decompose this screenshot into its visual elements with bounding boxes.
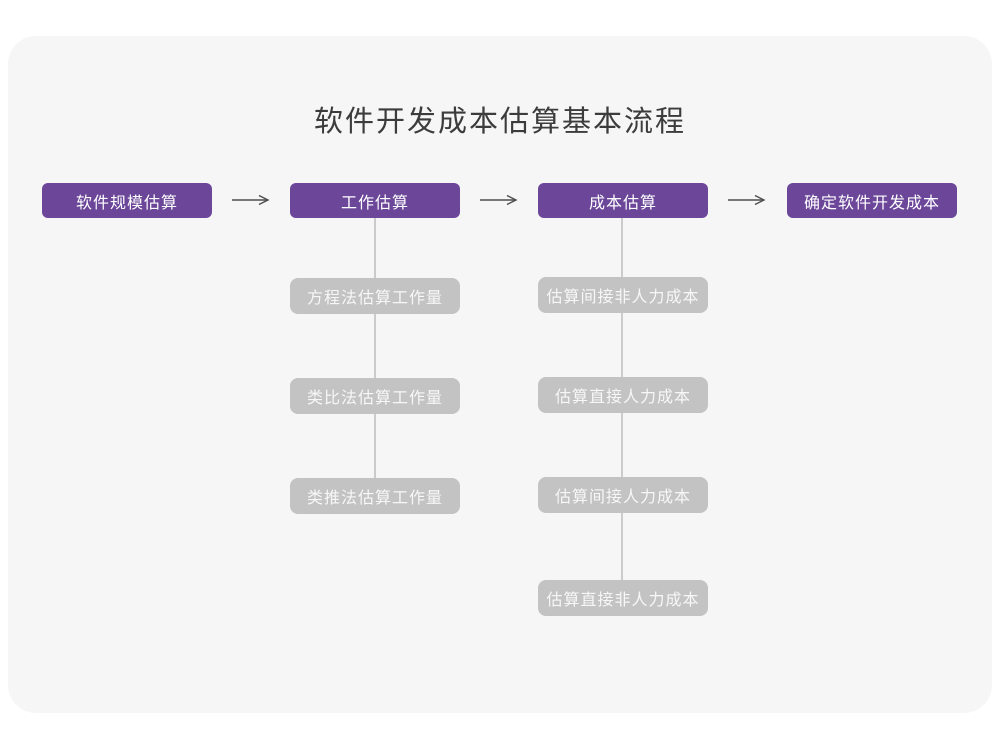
- node-label: 估算直接非人力成本: [546, 592, 700, 609]
- node-label: 类比法估算工作量: [306, 390, 443, 407]
- node-determine-development-cost: 确定软件开发成本: [787, 183, 957, 218]
- connector-work-estimation-line: [374, 218, 376, 496]
- node-indirect-nonlabor-cost: 估算间接非人力成本: [538, 277, 708, 313]
- node-label: 工作估算: [340, 194, 409, 212]
- node-indirect-labor-cost: 估算间接人力成本: [538, 477, 708, 513]
- node-direct-nonlabor-cost: 估算直接非人力成本: [538, 580, 708, 616]
- node-label: 类推法估算工作量: [306, 490, 443, 507]
- node-analogy-method: 类比法估算工作量: [290, 378, 460, 414]
- node-cost-estimation: 成本估算: [538, 183, 708, 218]
- node-work-estimation: 工作估算: [290, 183, 460, 218]
- node-extrapolation-method: 类推法估算工作量: [290, 478, 460, 514]
- arrow-right-icon: [231, 194, 271, 206]
- node-label: 估算直接人力成本: [554, 389, 691, 406]
- node-label: 确定软件开发成本: [803, 194, 940, 212]
- node-label: 估算间接人力成本: [554, 489, 691, 506]
- diagram-title: 软件开发成本估算基本流程: [313, 106, 686, 138]
- node-equation-method: 方程法估算工作量: [290, 278, 460, 314]
- node-label: 成本估算: [588, 194, 657, 212]
- node-label: 软件规模估算: [75, 194, 178, 212]
- flowchart-card: [8, 36, 992, 713]
- arrow-right-icon: [727, 194, 767, 206]
- node-direct-labor-cost: 估算直接人力成本: [538, 377, 708, 413]
- node-label: 方程法估算工作量: [306, 290, 443, 307]
- node-label: 估算间接非人力成本: [546, 289, 700, 306]
- arrow-right-icon: [479, 194, 519, 206]
- node-software-scale-estimation: 软件规模估算: [42, 183, 212, 218]
